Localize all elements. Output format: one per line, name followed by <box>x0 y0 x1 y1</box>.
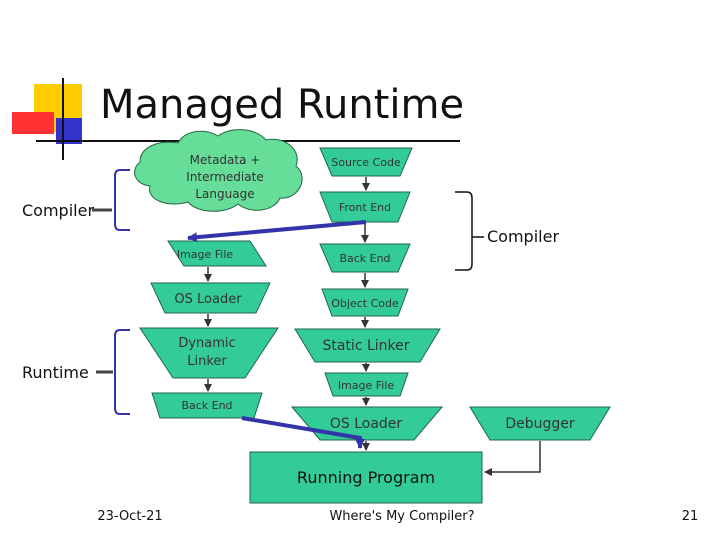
back-end-shape-right <box>319 243 411 273</box>
image-file-shape-right <box>324 372 409 397</box>
debugger-label: Debugger <box>505 416 575 432</box>
running-program-label: Running Program <box>297 468 435 487</box>
back-end-label-right: Back End <box>339 252 390 265</box>
static-linker-shape <box>294 328 441 363</box>
os-loader-shape-left <box>150 282 271 314</box>
footer-date: 23-Oct-21 <box>97 509 162 524</box>
static-linker-label: Static Linker <box>322 338 409 354</box>
dynamic-linker-line-1: Dynamic <box>178 336 235 351</box>
footer-title: Where's My Compiler? <box>329 509 474 524</box>
title-square-red <box>12 112 54 134</box>
compiler-brace <box>114 169 130 231</box>
blue-arrow-backend-to-running <box>241 416 365 449</box>
object-code-label: Object Code <box>331 297 399 310</box>
right-compiler-brace <box>455 191 473 271</box>
os-loader-label-right: OS Loader <box>330 416 403 432</box>
page-title: Managed Runtime <box>100 82 464 128</box>
back-end-label-left: Back End <box>181 399 232 412</box>
back-end-shape-left <box>151 392 263 419</box>
left-compiler-label: Compiler <box>22 201 94 220</box>
runtime-brace <box>114 329 130 415</box>
debugger-connector <box>484 441 541 476</box>
image-file-label-right: Image File <box>338 379 395 392</box>
dynamic-linker-line-2: Linker <box>187 354 227 369</box>
image-file-shape-left <box>167 240 267 267</box>
right-compiler-label: Compiler <box>487 227 559 246</box>
cloud-line-3: Language <box>195 187 254 201</box>
running-program-box <box>249 451 483 504</box>
os-loader-label-left: OS Loader <box>174 292 242 307</box>
left-runtime-label: Runtime <box>22 363 89 382</box>
source-code-label: Source Code <box>331 156 401 169</box>
front-end-shape <box>319 191 411 223</box>
source-code-shape <box>319 147 413 177</box>
title-decoration <box>12 78 460 160</box>
dynamic-linker-shape <box>139 327 279 379</box>
cloud-line-1: Metadata + <box>190 153 261 167</box>
footer-page-number: 21 <box>682 509 699 524</box>
cloud-line-2: Intermediate <box>186 170 263 184</box>
image-file-label-left: Image File <box>177 248 234 261</box>
object-code-shape <box>321 288 409 317</box>
blue-arrow-frontend-to-imagefile <box>187 220 367 243</box>
metadata-cloud <box>134 129 303 212</box>
front-end-label: Front End <box>339 201 391 214</box>
debugger-shape <box>469 406 611 441</box>
title-square-blue <box>56 118 82 144</box>
